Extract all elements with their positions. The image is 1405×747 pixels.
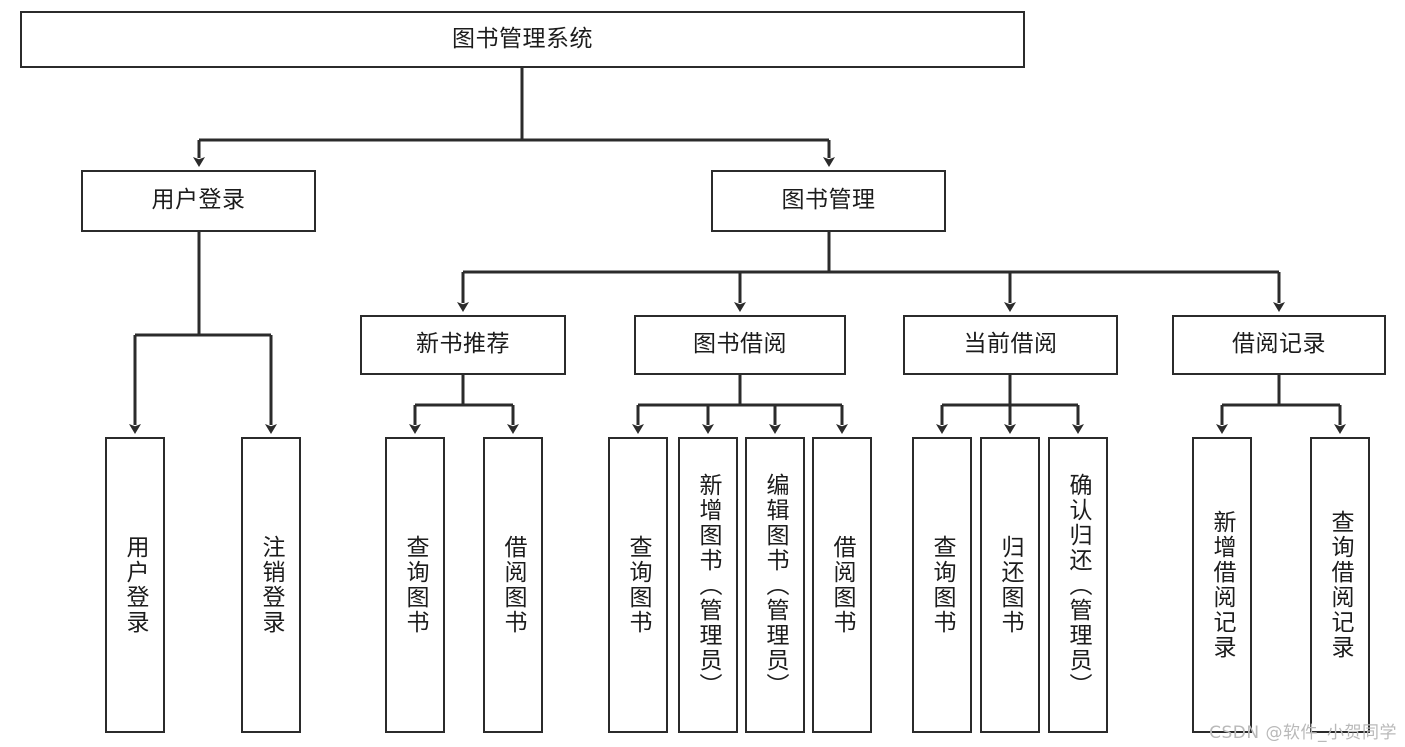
leaf-user-login-login-label: 用户登录: [122, 535, 149, 635]
leaf-current-borrow-confirm-return[interactable]: 确认归还（管理员）: [1048, 437, 1108, 733]
leaf-borrow-record-add[interactable]: 新增借阅记录: [1192, 437, 1252, 733]
leaf-current-borrow-return-label: 归还图书: [997, 535, 1024, 635]
leaf-current-borrow-return[interactable]: 归还图书: [980, 437, 1040, 733]
node-root-system[interactable]: 图书管理系统: [20, 11, 1025, 68]
leaf-user-login-login[interactable]: 用户登录: [105, 437, 165, 733]
node-current-borrow-label: 当前借阅: [963, 331, 1058, 358]
leaf-book-borrow-add-label: 新增图书（管理员）: [695, 472, 722, 698]
leaf-book-borrow-edit-label: 编辑图书（管理员）: [762, 472, 789, 698]
node-book-management[interactable]: 图书管理: [711, 170, 946, 232]
node-user-login[interactable]: 用户登录: [81, 170, 316, 232]
node-book-borrow-label: 图书借阅: [693, 331, 787, 358]
leaf-user-login-logout[interactable]: 注销登录: [241, 437, 301, 733]
node-root-system-label: 图书管理系统: [452, 25, 593, 52]
leaf-book-borrow-borrow[interactable]: 借阅图书: [812, 437, 872, 733]
leaf-book-borrow-query-label: 查询图书: [625, 535, 652, 635]
node-new-book-recommend[interactable]: 新书推荐: [360, 315, 566, 375]
leaf-user-login-logout-label: 注销登录: [258, 535, 285, 635]
node-borrow-record-label: 借阅记录: [1232, 331, 1326, 358]
node-book-management-label: 图书管理: [781, 187, 876, 214]
node-user-login-label: 用户登录: [151, 187, 246, 214]
node-current-borrow[interactable]: 当前借阅: [903, 315, 1118, 375]
leaf-book-borrow-edit[interactable]: 编辑图书（管理员）: [745, 437, 805, 733]
leaf-new-book-query-label: 查询图书: [402, 535, 429, 635]
leaf-book-borrow-query[interactable]: 查询图书: [608, 437, 668, 733]
leaf-current-borrow-confirm-return-label: 确认归还（管理员）: [1065, 472, 1092, 698]
node-book-borrow[interactable]: 图书借阅: [634, 315, 846, 375]
watermark-text: CSDN @软件_小贺同学: [1209, 723, 1397, 743]
leaf-new-book-borrow[interactable]: 借阅图书: [483, 437, 543, 733]
leaf-new-book-query[interactable]: 查询图书: [385, 437, 445, 733]
leaf-borrow-record-query[interactable]: 查询借阅记录: [1310, 437, 1370, 733]
leaf-borrow-record-query-label: 查询借阅记录: [1327, 510, 1354, 660]
leaf-current-borrow-query[interactable]: 查询图书: [912, 437, 972, 733]
leaf-book-borrow-borrow-label: 借阅图书: [829, 535, 856, 635]
leaf-new-book-borrow-label: 借阅图书: [500, 535, 527, 635]
leaf-current-borrow-query-label: 查询图书: [929, 535, 956, 635]
node-borrow-record[interactable]: 借阅记录: [1172, 315, 1386, 375]
leaf-book-borrow-add[interactable]: 新增图书（管理员）: [678, 437, 738, 733]
node-new-book-recommend-label: 新书推荐: [416, 331, 510, 358]
leaf-borrow-record-add-label: 新增借阅记录: [1209, 510, 1236, 660]
